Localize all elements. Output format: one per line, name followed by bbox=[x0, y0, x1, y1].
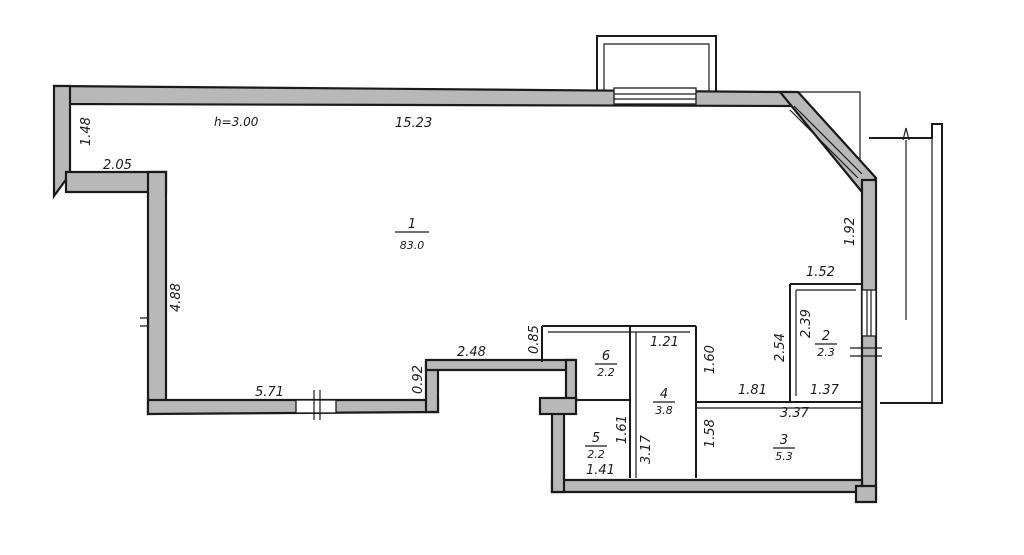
dim-corridor: 1.81 bbox=[738, 383, 767, 398]
dim-room2-top: 1.52 bbox=[806, 265, 835, 280]
room-6-number: 6 bbox=[602, 349, 610, 364]
room-6-area: 2.2 bbox=[597, 366, 615, 379]
dim-step2-height: 0.85 bbox=[527, 325, 542, 354]
room-5-number: 5 bbox=[592, 431, 600, 446]
interior-walls bbox=[538, 283, 862, 478]
height-label: h=3.00 bbox=[214, 115, 259, 129]
dim-room5-bottom: 1.41 bbox=[586, 463, 615, 478]
dim-bottom-left: 5.71 bbox=[255, 385, 284, 400]
dim-room3-top: 3.37 bbox=[780, 406, 810, 421]
room-1-number: 1 bbox=[408, 217, 416, 232]
dim-top-length: 15.23 bbox=[395, 116, 432, 131]
dim-room4-side: 1.60 bbox=[703, 345, 718, 374]
room-4-area: 3.8 bbox=[655, 404, 673, 417]
room-2-area: 2.3 bbox=[817, 346, 835, 359]
outline-frame bbox=[777, 91, 861, 178]
labels: h=3.00 15.23 1.48 2.05 4.88 5.71 0.92 2.… bbox=[79, 115, 858, 478]
dim-left-wall: 4.88 bbox=[169, 283, 184, 312]
window-right bbox=[861, 289, 877, 337]
room-3-number: 3 bbox=[780, 433, 788, 448]
room-4-number: 4 bbox=[660, 387, 668, 402]
dim-room2-side: 2.54 bbox=[773, 333, 788, 362]
rooms: 1 83.0 2 2.3 3 5.3 4 3.8 5 2.2 6 2.2 bbox=[395, 217, 837, 463]
dim-room4-height: 3.17 bbox=[639, 434, 654, 464]
room-5-area: 2.2 bbox=[587, 448, 605, 461]
exterior-walls bbox=[52, 84, 878, 504]
dim-step-width: 2.48 bbox=[457, 345, 486, 360]
dim-room2-inner: 2.39 bbox=[799, 309, 814, 338]
room-3-area: 5.3 bbox=[775, 450, 793, 463]
dim-step-height: 0.92 bbox=[411, 365, 426, 394]
balcony bbox=[596, 35, 717, 92]
window-top bbox=[613, 87, 697, 105]
staircase bbox=[869, 123, 943, 404]
dim-room2-bottom: 1.37 bbox=[810, 383, 840, 398]
dim-right-upper: 1.92 bbox=[843, 217, 858, 246]
windows bbox=[140, 87, 882, 420]
dim-room5-side: 1.61 bbox=[615, 415, 630, 444]
dim-room3-side: 1.58 bbox=[703, 419, 718, 448]
door-bottom bbox=[295, 399, 337, 414]
dim-left-short: 1.48 bbox=[79, 117, 94, 146]
dim-room4-top: 1.21 bbox=[650, 335, 679, 350]
room-2-number: 2 bbox=[822, 329, 830, 344]
room-1-area: 83.0 bbox=[400, 239, 425, 252]
dim-notch-width: 2.05 bbox=[103, 158, 132, 173]
